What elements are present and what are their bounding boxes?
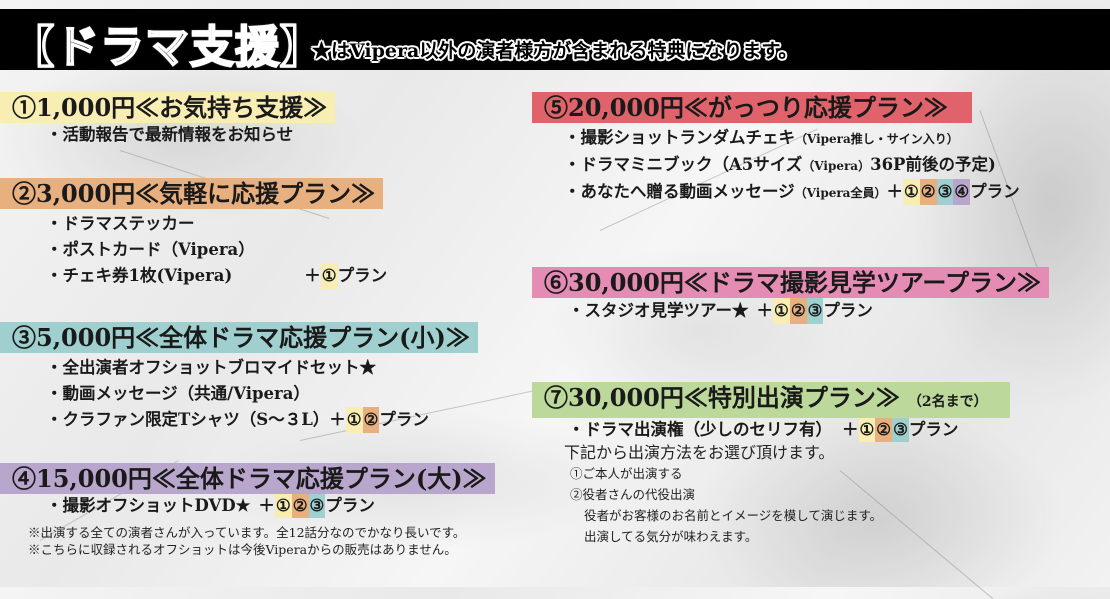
plan-7-intro: 下記から出演方法をお選び頂けます。 (564, 443, 835, 462)
badge-plan-2: ② (789, 298, 807, 324)
plus-sign: ＋ (258, 496, 275, 515)
plan-word: プラン (823, 301, 873, 320)
badge-plan-3: ③ (806, 298, 824, 324)
header-bar: 【ドラマ支援】 ★はVipera以外の演者様方が含まれる特典になります。 (0, 9, 1110, 74)
plan-3-item: ・動画メッセージ（共通/Vipera） (46, 384, 310, 403)
plan-7-option: ①ご本人が出演する (570, 466, 683, 481)
plan-5-item-text: ・あなたへ贈る動画メッセージ (564, 182, 795, 201)
plan-7: ⑦30,000円≪特別出演プラン≫ （2名まで） ・ドラマ出演権（少しのセリフ有）… (532, 382, 1010, 547)
plan-1-title: ①1,000円≪お気持ち支援≫ (0, 92, 336, 123)
plan-word: プラン (379, 410, 429, 429)
plus-sign: ＋ (756, 301, 774, 320)
plan-word: プラン (970, 182, 1020, 201)
badge-plan-2: ② (919, 179, 937, 205)
plan-5-item-note: （Vipera全員） (794, 186, 887, 200)
plan-5-item: ・撮影ショットランダムチェキ（Vipera推し・サイン入り） (532, 125, 1020, 152)
plan-2-item: ・ドラマステッカー (46, 214, 195, 233)
plan-4-note: ※こちらに収録されるオフショットは今後Viperaからの販売はありません。 (28, 542, 457, 557)
plan-4-item-text: ・撮影オフショットDVD★ (46, 496, 251, 515)
plan-5-item-text: ・ドラマミニブック（A5サイズ (564, 155, 803, 174)
plan-2-item: ・ポストカード（Vipera） (46, 240, 255, 259)
plan-word: プラン (325, 496, 375, 515)
plan-3-item-text: ・クラファン限定Tシャツ（S～３L） (46, 410, 330, 429)
plan-4-note: ※出演する全ての演者さんが入っています。全12話分なのでかなり長いです。 (28, 525, 466, 540)
badge-plan-4: ④ (953, 179, 971, 205)
plan-2-item-text: ・チェキ券1枚(Vipera) (46, 266, 233, 285)
plus-sign: ＋ (842, 420, 859, 439)
plan-3: ③5,000円≪全体ドラマ応援プラン(小)≫ ・全出演者オフショットブロマイドセ… (0, 322, 478, 433)
plan-5-item-note: （Vipera推し・サイン入り） (795, 132, 959, 146)
plus-sign: ＋ (329, 410, 346, 429)
plus-sign: ＋ (304, 266, 321, 285)
page-title: 【ドラマ支援】 (9, 21, 325, 74)
plan-7-limit: （2名まで） (907, 394, 988, 410)
plan-7-title: ⑦30,000円≪特別出演プラン≫ （2名まで） (532, 382, 1010, 418)
plan-1-item: ・活動報告で最新情報をお知らせ (46, 125, 294, 144)
badge-plan-1: ① (345, 407, 363, 433)
plan-word: プラン (337, 266, 388, 285)
badge-plan-3: ③ (308, 494, 326, 518)
badge-plan-2: ② (362, 407, 380, 433)
plan-4-title: ④15,000円≪全体ドラマ応援プラン(大)≫ (0, 463, 495, 494)
badge-plan-2: ② (875, 418, 893, 442)
plan-2: ②3,000円≪気軽に応援プラン≫ ・ドラマステッカー ・ポストカード（Vipe… (0, 178, 387, 289)
badge-plan-1: ① (773, 298, 790, 324)
plan-6-title: ⑥30,000円≪ドラマ撮影見学ツアープラン≫ (532, 267, 1049, 298)
plan-7-option-desc: 役者がお客様のお名前とイメージを模して演じます。 (584, 508, 883, 523)
plus-sign: ＋ (886, 182, 903, 201)
plan-6-item-text: ・スタジオ見学ツアー★ (568, 301, 749, 320)
plan-7-title-text: ⑦30,000円≪特別出演プラン≫ (544, 383, 900, 412)
badge-plan-1: ① (274, 494, 292, 518)
badge-plan-3: ③ (892, 418, 909, 442)
badge-plan-2: ② (291, 494, 309, 518)
plan-5-title: ⑤20,000円≪がっつり応援プラン≫ (532, 92, 972, 123)
badge-plan-1: ① (858, 418, 876, 442)
badge-plan-1: ① (320, 263, 338, 289)
badge-plan-1: ① (902, 179, 920, 205)
plan-7-option: ②役者さんの代役出演 (570, 487, 696, 502)
plan-5: ⑤20,000円≪がっつり応援プラン≫ ・撮影ショットランダムチェキ（Viper… (532, 92, 1020, 206)
plan-1: ①1,000円≪お気持ち支援≫ ・活動報告で最新情報をお知らせ (0, 92, 336, 147)
plan-3-item: ・全出演者オフショットブロマイドセット★ (46, 358, 376, 377)
plan-5-item-note: （Vipera） (802, 159, 871, 173)
badge-plan-3: ③ (936, 179, 954, 205)
plan-2-title: ②3,000円≪気軽に応援プラン≫ (0, 178, 384, 209)
plan-word: プラン (908, 420, 959, 439)
plan-5-item-text: 36P前後の予定) (870, 155, 996, 174)
plan-5-item: ・ドラマミニブック（A5サイズ（Vipera）36P前後の予定) (532, 152, 1020, 179)
plan-7-option-desc: 出演してる気分が味わえます。 (584, 529, 758, 544)
star-legend-note: ★はVipera以外の演者様方が含まれる特典になります。 (312, 40, 798, 62)
plan-7-item-text: ・ドラマ出演権（少しのセリフ有） (568, 420, 832, 439)
plan-2-item: ・チェキ券1枚(Vipera) ＋①プラン (0, 263, 387, 289)
plan-5-item-text: ・撮影ショットランダムチェキ (564, 128, 795, 147)
plan-3-title: ③5,000円≪全体ドラマ応援プラン(小)≫ (0, 322, 478, 353)
